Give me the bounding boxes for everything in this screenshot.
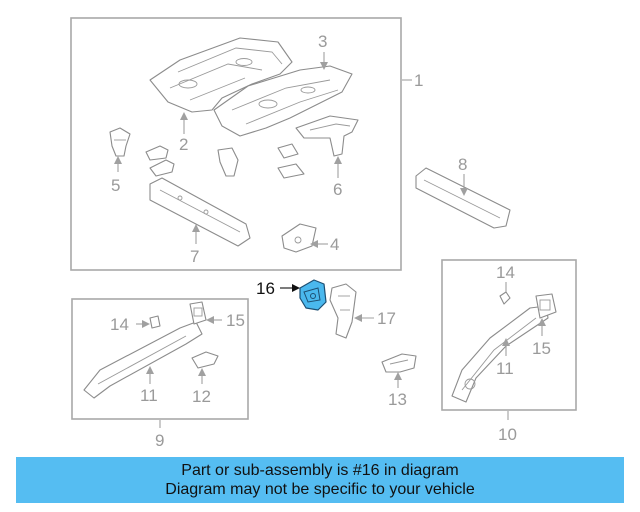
part-11-side-sill-left[interactable] bbox=[83, 321, 203, 399]
part-8-crossmember[interactable] bbox=[415, 167, 511, 229]
part-12-bracket[interactable] bbox=[191, 351, 219, 369]
callout-12[interactable]: 12 bbox=[192, 387, 211, 406]
callout-7[interactable]: 7 bbox=[190, 247, 199, 266]
part-2-floor-pan-front[interactable] bbox=[149, 37, 293, 113]
callout-10[interactable]: 10 bbox=[498, 425, 517, 444]
callout-17[interactable]: 17 bbox=[377, 309, 396, 328]
callout-3[interactable]: 3 bbox=[318, 32, 327, 51]
callout-2[interactable]: 2 bbox=[179, 135, 188, 154]
callout-14-right[interactable]: 14 bbox=[496, 263, 515, 282]
part-14-clip-right[interactable] bbox=[499, 291, 511, 305]
callout-4[interactable]: 4 bbox=[330, 235, 339, 254]
part-14-clip-left[interactable] bbox=[149, 315, 161, 329]
part-small-brackets[interactable] bbox=[145, 143, 305, 179]
callout-11-left[interactable]: 11 bbox=[140, 386, 158, 405]
callout-8[interactable]: 8 bbox=[458, 155, 467, 174]
part-16-highlighted-bracket[interactable] bbox=[299, 279, 327, 311]
callout-11-right[interactable]: 11 bbox=[496, 359, 514, 378]
part-15-bracket-left[interactable] bbox=[189, 301, 207, 325]
part-15-bracket-right[interactable] bbox=[535, 293, 557, 319]
group-box-10 bbox=[441, 259, 577, 411]
callout-9[interactable]: 9 bbox=[155, 431, 164, 450]
callout-6[interactable]: 6 bbox=[333, 180, 342, 199]
part-7-side-member[interactable] bbox=[149, 177, 251, 247]
part-5-bracket[interactable] bbox=[109, 127, 131, 157]
callout-1[interactable]: 1 bbox=[414, 71, 423, 90]
callout-14-left[interactable]: 14 bbox=[110, 315, 129, 334]
callout-15-left[interactable]: 15 bbox=[226, 311, 245, 330]
banner-line-disclaimer: Diagram may not be specific to your vehi… bbox=[165, 481, 475, 498]
part-13-bracket[interactable] bbox=[381, 353, 417, 373]
group-box-1 bbox=[70, 17, 402, 271]
group-box-9 bbox=[71, 298, 249, 420]
info-banner: Part or sub-assembly is #16 in diagram D… bbox=[16, 457, 624, 503]
part-17-pillar-bracket[interactable] bbox=[329, 283, 357, 339]
part-4-gusset[interactable] bbox=[281, 223, 317, 253]
banner-line-part: Part or sub-assembly is #16 in diagram bbox=[181, 462, 459, 479]
callout-16[interactable]: 16 bbox=[256, 279, 275, 298]
callout-5[interactable]: 5 bbox=[111, 176, 120, 195]
callout-13[interactable]: 13 bbox=[388, 390, 407, 409]
callout-15-right[interactable]: 15 bbox=[532, 339, 551, 358]
part-6-crossmember-bracket[interactable] bbox=[295, 115, 359, 157]
part-3-floor-pan-rear[interactable] bbox=[213, 65, 353, 137]
